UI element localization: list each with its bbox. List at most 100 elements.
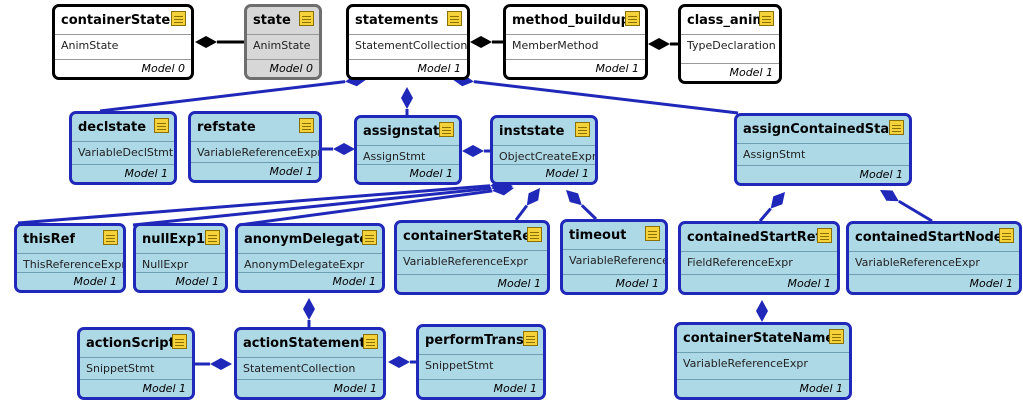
node-state[interactable]: state AnimState Model 0: [244, 4, 322, 80]
node-title: anonymDelegate: [244, 232, 369, 247]
link-statements-method_buildup: [470, 36, 503, 48]
node-assignstate[interactable]: assignstate AssignStmt Model 1: [354, 115, 462, 185]
composition-diamond-icon: [388, 356, 410, 368]
node-containedStartRef[interactable]: containedStartRef FieldReferenceExpr Mod…: [678, 221, 840, 295]
node-method_buildup[interactable]: method_buildup MemberMethod Model 1: [503, 4, 648, 80]
composition-diamond-icon: [756, 300, 768, 322]
node-model: Model 1: [595, 62, 639, 75]
note-icon: [154, 118, 169, 133]
node-title: containedStartNode: [855, 230, 1003, 245]
node-actionScript[interactable]: actionScript SnippetStmt Model 1: [77, 327, 195, 400]
link-line: [238, 189, 493, 227]
node-refstate[interactable]: refstate VariableReferenceExpr Model 1: [188, 111, 322, 183]
node-model: Model 1: [269, 165, 313, 178]
node-type: AnimState: [247, 34, 319, 59]
node-model: Model 1: [497, 277, 541, 290]
node-type: StatementCollection: [237, 357, 383, 382]
link-line: [132, 186, 492, 227]
link-containedStartRef-containerStateName: [756, 300, 768, 322]
link-line: [580, 204, 598, 221]
node-title: timeout: [569, 228, 627, 243]
note-icon: [172, 334, 187, 349]
node-containerState[interactable]: containerState AnimState Model 0: [52, 4, 194, 80]
link-assignContainedStart-containedStartNode: [880, 190, 933, 223]
node-thisRef[interactable]: thisRef ThisReferenceExpr Model 1: [14, 223, 126, 293]
link-assignContainedStart-containedStartRef: [758, 192, 785, 222]
node-type: TypeDeclaration: [681, 34, 779, 59]
node-type: AssignStmt: [357, 145, 459, 170]
link-assignstate-refstate: [322, 143, 355, 155]
node-model: Model 1: [332, 275, 376, 288]
composition-diamond-icon: [462, 145, 484, 157]
node-type: MemberMethod: [506, 34, 645, 59]
note-icon: [299, 11, 314, 26]
note-icon: [625, 11, 640, 26]
link-inststate-containerStateRef: [514, 188, 540, 221]
note-icon: [999, 228, 1014, 243]
link-line: [758, 207, 772, 222]
composition-diamond-icon: [566, 190, 582, 206]
node-title: containerStateRef: [403, 229, 537, 244]
node-anonymDelegate[interactable]: anonymDelegate AnonymDelegateExpr Model …: [235, 223, 385, 293]
note-icon: [362, 230, 377, 245]
link-line: [514, 204, 528, 221]
node-model: Model 1: [859, 168, 903, 181]
note-icon: [523, 331, 538, 346]
node-actionStatements[interactable]: actionStatements StatementCollection Mod…: [234, 327, 386, 400]
composition-diamond-icon: [401, 87, 413, 109]
node-type: FieldReferenceExpr: [681, 251, 837, 276]
node-model: Model 0: [141, 62, 185, 75]
link-line: [99, 80, 346, 113]
node-inststate[interactable]: inststate ObjectCreateExpr Model 1: [490, 115, 598, 185]
node-containerStateName[interactable]: containerStateName VariableReferenceExpr…: [674, 322, 852, 400]
composition-diamond-icon: [303, 298, 315, 320]
node-declstate[interactable]: declstate VariableDeclStmt Model 1: [69, 111, 177, 185]
node-title: assignstate: [363, 124, 449, 139]
note-icon: [363, 334, 378, 349]
node-statements[interactable]: statements StatementCollection Model 1: [346, 4, 470, 80]
link-containerState-state: [195, 36, 244, 48]
node-type: SnippetStmt: [419, 354, 543, 379]
composition-diamond-icon: [648, 38, 670, 50]
node-model: Model 1: [493, 382, 537, 395]
link-method_buildup-class_anim: [648, 38, 678, 50]
composition-diamond-icon: [526, 188, 540, 206]
node-model: Model 1: [142, 382, 186, 395]
node-type: VariableReferenceExpr: [191, 141, 319, 166]
node-type: AnimState: [55, 34, 191, 59]
node-title: containerState: [61, 13, 171, 28]
node-model: Model 0: [269, 62, 313, 75]
node-title: containedStartRef: [687, 230, 822, 245]
composition-diamond-icon: [492, 183, 514, 196]
node-performTrans[interactable]: performTrans SnippetStmt Model 1: [416, 324, 546, 400]
node-model: Model 1: [969, 277, 1013, 290]
note-icon: [817, 228, 832, 243]
composition-diamond-icon: [770, 192, 785, 209]
node-assignContainedStart[interactable]: assignContainedStart AssignStmt Model 1: [734, 113, 912, 186]
node-type: ThisReferenceExpr: [17, 253, 123, 278]
link-inststate-anonymDelegate: [238, 183, 514, 227]
node-model: Model 1: [417, 62, 461, 75]
node-model: Model 1: [799, 382, 843, 395]
node-type: VariableReferenceExpr: [677, 352, 849, 377]
node-containedStartNode[interactable]: containedStartNode VariableReferenceExpr…: [846, 221, 1022, 295]
node-containerStateRef[interactable]: containerStateRef VariableReferenceExpr …: [394, 220, 550, 295]
node-title: state: [253, 13, 291, 28]
node-model: Model 1: [787, 277, 831, 290]
node-model: Model 1: [729, 66, 773, 79]
node-type: VariableDeclStmt: [72, 141, 174, 166]
node-title: refstate: [197, 120, 256, 135]
node-nullExp1[interactable]: nullExp1 NullExpr Model 1: [133, 223, 228, 293]
note-icon: [299, 118, 314, 133]
node-class_anim[interactable]: class_anim TypeDeclaration Model 1: [678, 4, 782, 84]
link-assignstate-inststate: [462, 145, 490, 157]
node-timeout[interactable]: timeout VariableReferenceE Model 1: [560, 219, 668, 295]
node-model: Model 1: [615, 277, 659, 290]
link-line: [473, 80, 739, 115]
composition-diamond-icon: [333, 143, 355, 155]
node-model: Model 1: [333, 382, 377, 395]
note-icon: [171, 11, 186, 26]
link-anonymDelegate-actionStatements: [303, 298, 315, 327]
node-title: performTrans: [425, 333, 524, 348]
